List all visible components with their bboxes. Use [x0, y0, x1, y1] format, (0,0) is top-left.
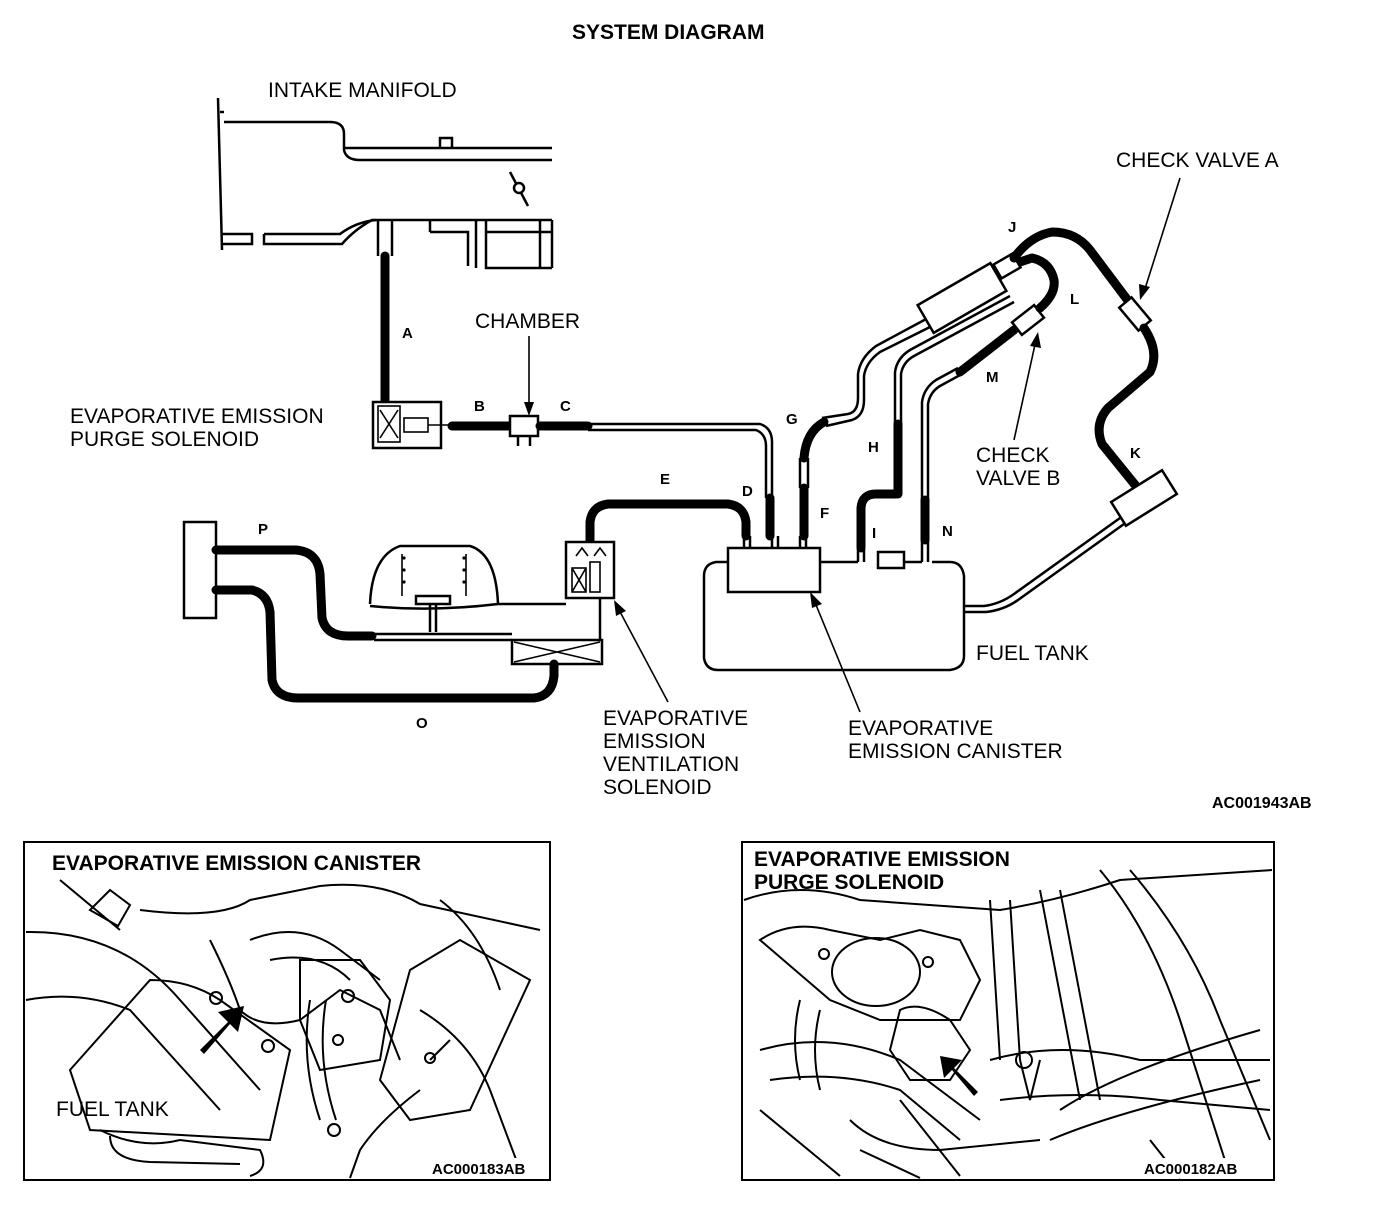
hose-letter-c: C — [560, 398, 571, 415]
hose-letter-k: K — [1130, 445, 1141, 462]
ventilation-solenoid-label-2: EMISSION — [603, 730, 706, 753]
intake-manifold — [216, 97, 554, 270]
hose-letter-f: F — [820, 505, 829, 522]
hose-letter-o: O — [416, 715, 428, 732]
hose-o — [211, 585, 559, 703]
hose-letter-l: L — [1070, 291, 1079, 308]
ventilation-solenoid-label-1: EVAPORATIVE — [603, 707, 748, 730]
canister-label-2: EMISSION CANISTER — [848, 740, 1063, 763]
purge-solenoid — [371, 400, 452, 450]
hose-l — [1015, 253, 1059, 313]
hose-letter-d: D — [742, 483, 753, 500]
chamber — [508, 414, 540, 446]
canister-photo-code: AC000183AB — [432, 1161, 526, 1178]
check-valve-b-label-2: VALVE B — [976, 467, 1060, 490]
diagram-figure-code: AC001943AB — [1212, 795, 1312, 812]
hose-g — [799, 417, 829, 463]
hose-j — [1009, 227, 1137, 311]
fuel-tank-label: FUEL TANK — [976, 642, 1089, 665]
hose-letter-i: I — [872, 525, 876, 542]
hose-letter-b: B — [474, 398, 485, 415]
hose-letter-n: N — [942, 523, 953, 540]
check-valve-a-label: CHECK VALVE A — [1116, 149, 1279, 172]
check-valve-b-label-1: CHECK — [976, 444, 1050, 467]
hose-letter-a: A — [402, 325, 413, 342]
intake-manifold-label: INTAKE MANIFOLD — [268, 79, 457, 102]
hose-letter-p: P — [258, 521, 268, 538]
hose-p — [211, 545, 377, 641]
hose-e — [585, 499, 751, 545]
canister-photo-title: EVAPORATIVE EMISSION CANISTER — [52, 852, 421, 875]
purge-solenoid-location-photo — [741, 841, 1275, 1181]
chamber-label: CHAMBER — [475, 310, 580, 333]
hose-letter-h: H — [868, 439, 879, 456]
hose-k — [1094, 323, 1159, 491]
hose-m — [955, 325, 1019, 377]
canister-label-1: EVAPORATIVE — [848, 717, 993, 740]
purge-solenoid-label-1: EVAPORATIVE EMISSION — [70, 405, 324, 428]
evaporative-emission-canister — [726, 536, 822, 594]
canister-photo-fuel-tank: FUEL TANK — [56, 1098, 169, 1121]
hose-letter-m: M — [986, 369, 999, 386]
hose-i — [856, 489, 901, 553]
ventilation-solenoid-label-3: VENTILATION — [603, 753, 739, 776]
purge-photo-code: AC000182AB — [1144, 1161, 1238, 1178]
diagram-title: SYSTEM DIAGRAM — [572, 21, 765, 44]
purge-photo-title-2: PURGE SOLENOID — [754, 871, 944, 894]
canister-location-photo — [23, 841, 551, 1181]
purge-solenoid-label-2: PURGE SOLENOID — [70, 428, 259, 451]
ventilation-solenoid — [564, 540, 616, 640]
hose-letter-j: J — [1008, 219, 1016, 236]
separator — [915, 251, 1023, 335]
purge-photo-title-1: EVAPORATIVE EMISSION — [754, 848, 1010, 871]
hose-letter-e: E — [660, 471, 670, 488]
hose-letter-g: G — [786, 411, 798, 428]
fuel-tank — [702, 516, 1125, 672]
air-filter — [182, 520, 604, 666]
ventilation-solenoid-label-4: SOLENOID — [603, 776, 712, 799]
canister-filter — [1109, 468, 1179, 528]
